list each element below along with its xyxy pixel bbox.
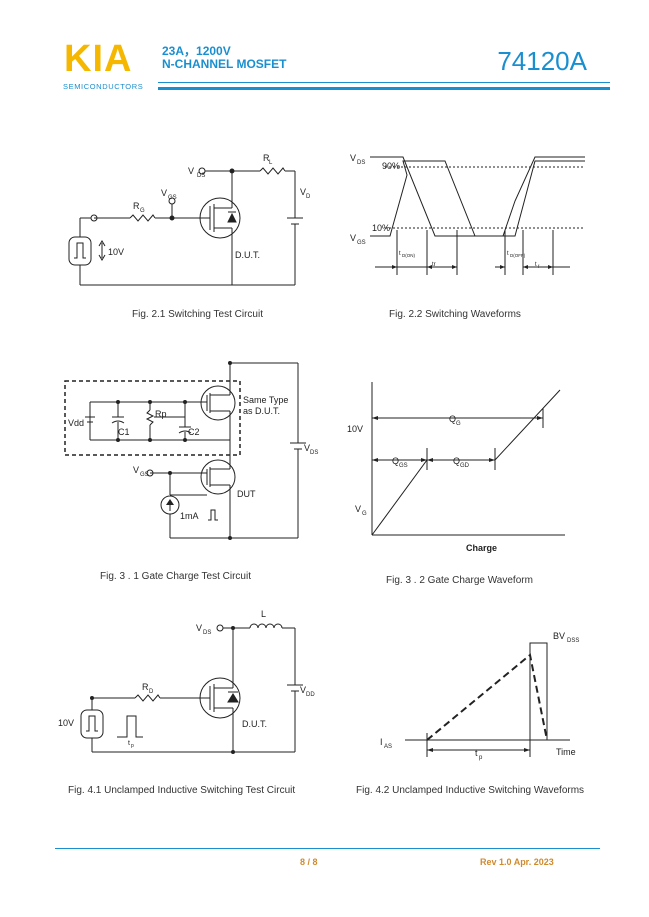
fig31-1ma-label: 1mA xyxy=(180,511,199,521)
device-rating: 23A，1200V xyxy=(162,44,231,58)
fig31-vdd-label: Vdd xyxy=(68,418,84,428)
fig42-ias-label: I xyxy=(380,737,383,747)
fig22-vgs-label: V xyxy=(350,233,356,243)
fig31-dut-label: DUT xyxy=(237,489,256,499)
svg-text:DD: DD xyxy=(306,194,310,200)
header-rule xyxy=(158,87,610,90)
fig32-10v-label: 10V xyxy=(347,424,363,434)
fig22-tr-label: tr xyxy=(432,262,436,268)
svg-text:DSS: DSS xyxy=(567,638,579,644)
fig42-tp-label: t xyxy=(475,748,478,758)
fig21-rl-label: R xyxy=(263,153,270,163)
svg-text:DS: DS xyxy=(197,173,205,179)
fig31-c2-label: C2 xyxy=(188,427,200,437)
fig31-vgs-label: V xyxy=(133,465,139,475)
svg-text:D: D xyxy=(149,689,154,695)
fig41-rd-label: R xyxy=(142,682,149,692)
svg-text:G: G xyxy=(456,421,461,427)
svg-text:GD: GD xyxy=(460,463,470,469)
fig31-as-dut-label: as D.U.T. xyxy=(243,406,280,416)
svg-text:G: G xyxy=(140,208,145,214)
fig41-l-label: L xyxy=(261,610,266,619)
fig21-vdd-label: V xyxy=(300,187,306,197)
logo-subtitle: SEMICONDUCTORS xyxy=(63,82,144,91)
fig32-qg-label: Q xyxy=(449,414,456,424)
fig41-vds-label: V xyxy=(196,623,202,633)
fig22-tdon-label: t xyxy=(399,251,401,257)
fig41-tp-label: t xyxy=(128,740,130,747)
fig-3-2-gate-charge-waveform: Q G 10V Q GS Q GD V G Charge xyxy=(347,382,565,553)
svg-text:f: f xyxy=(538,264,540,269)
svg-text:DS: DS xyxy=(203,630,211,636)
svg-text:DS: DS xyxy=(310,450,318,456)
fig32-qgd-label: Q xyxy=(453,456,460,466)
svg-text:DD: DD xyxy=(306,692,315,698)
fig21-vgs-label: V xyxy=(161,188,167,198)
fig22-tdoff-label: t xyxy=(507,251,509,257)
fig41-dut-label: D.U.T. xyxy=(242,719,267,729)
header-rule-thin xyxy=(158,82,610,83)
footer-rule xyxy=(55,848,600,849)
svg-text:DS: DS xyxy=(357,160,365,166)
fig41-pulse-label: 10V xyxy=(58,718,74,728)
fig32-charge-label: Charge xyxy=(466,543,497,553)
fig31-rp-label: Rp xyxy=(155,409,167,419)
fig-4-2-uis-waveforms: BV DSS I AS t p Time xyxy=(380,631,579,761)
svg-text:GS: GS xyxy=(168,195,177,201)
fig-2-2-switching-waveforms: V DS V GS 90% 10% t D(ON) tr t D(OFF) t … xyxy=(350,153,585,275)
svg-text:GS: GS xyxy=(140,472,149,478)
fig-3-1-gate-charge-test-circuit: Same Type as D.U.T. Rp Vdd C1 C2 V DS V … xyxy=(64,361,318,540)
fig42-time-label: Time xyxy=(556,747,576,757)
svg-text:p: p xyxy=(479,755,483,761)
fig31-vds-label: V xyxy=(304,443,310,453)
fig42-bvdss-label: BV xyxy=(553,631,565,641)
fig-2-1-caption: Fig. 2.1 Switching Test Circuit xyxy=(132,309,263,320)
fig21-pulse-label: 10V xyxy=(108,247,124,257)
svg-text:L: L xyxy=(269,160,273,166)
revision-info: Rev 1.0 Apr. 2023 xyxy=(480,857,554,867)
svg-text:GS: GS xyxy=(399,463,408,469)
fig22-90pct-label: 90% xyxy=(382,161,400,171)
fig-2-1-switching-test-circuit: V DS R L V GS R G V DD 10V D.U.T. xyxy=(68,153,310,286)
svg-text:GS: GS xyxy=(357,240,366,246)
svg-text:D(OFF): D(OFF) xyxy=(510,253,526,258)
svg-text:G: G xyxy=(362,511,367,517)
fig21-vds-label: V xyxy=(188,166,194,176)
fig-4-2-caption: Fig. 4.2 Unclamped Inductive Switching W… xyxy=(356,785,585,796)
fig32-qgs-label: Q xyxy=(392,456,399,466)
fig31-c1-label: C1 xyxy=(118,427,130,437)
device-type: N-CHANNEL MOSFET xyxy=(162,57,287,71)
fig32-vg-label: V xyxy=(355,504,361,514)
fig22-10pct-label: 10% xyxy=(372,223,390,233)
part-number: 74120A xyxy=(497,46,587,76)
fig31-same-type-label: Same Type xyxy=(243,395,288,405)
fig21-dut-label: D.U.T. xyxy=(235,250,260,260)
fig-3-2-caption: Fig. 3 . 2 Gate Charge Waveform xyxy=(386,575,533,586)
svg-text:D(ON): D(ON) xyxy=(402,253,415,258)
company-logo: KIA xyxy=(64,38,133,80)
svg-text:AS: AS xyxy=(384,744,392,750)
fig-4-1-caption: Fig. 4.1 Unclamped Inductive Switching T… xyxy=(68,785,296,796)
fig22-tf-label: t xyxy=(535,262,537,268)
fig-3-1-caption: Fig. 3 . 1 Gate Charge Test Circuit xyxy=(100,571,251,582)
svg-text:p: p xyxy=(131,743,134,749)
fig-2-2-caption: Fig. 2.2 Switching Waveforms xyxy=(389,309,521,320)
fig21-rg-label: R xyxy=(133,201,140,211)
fig-4-1-uis-test-circuit: V DS L R D V DD 10V t p D.U.T. xyxy=(58,610,315,754)
fig22-vds-label: V xyxy=(350,153,356,163)
fig41-vdd-label: V xyxy=(300,685,306,695)
page-number: 8 / 8 xyxy=(300,857,318,867)
